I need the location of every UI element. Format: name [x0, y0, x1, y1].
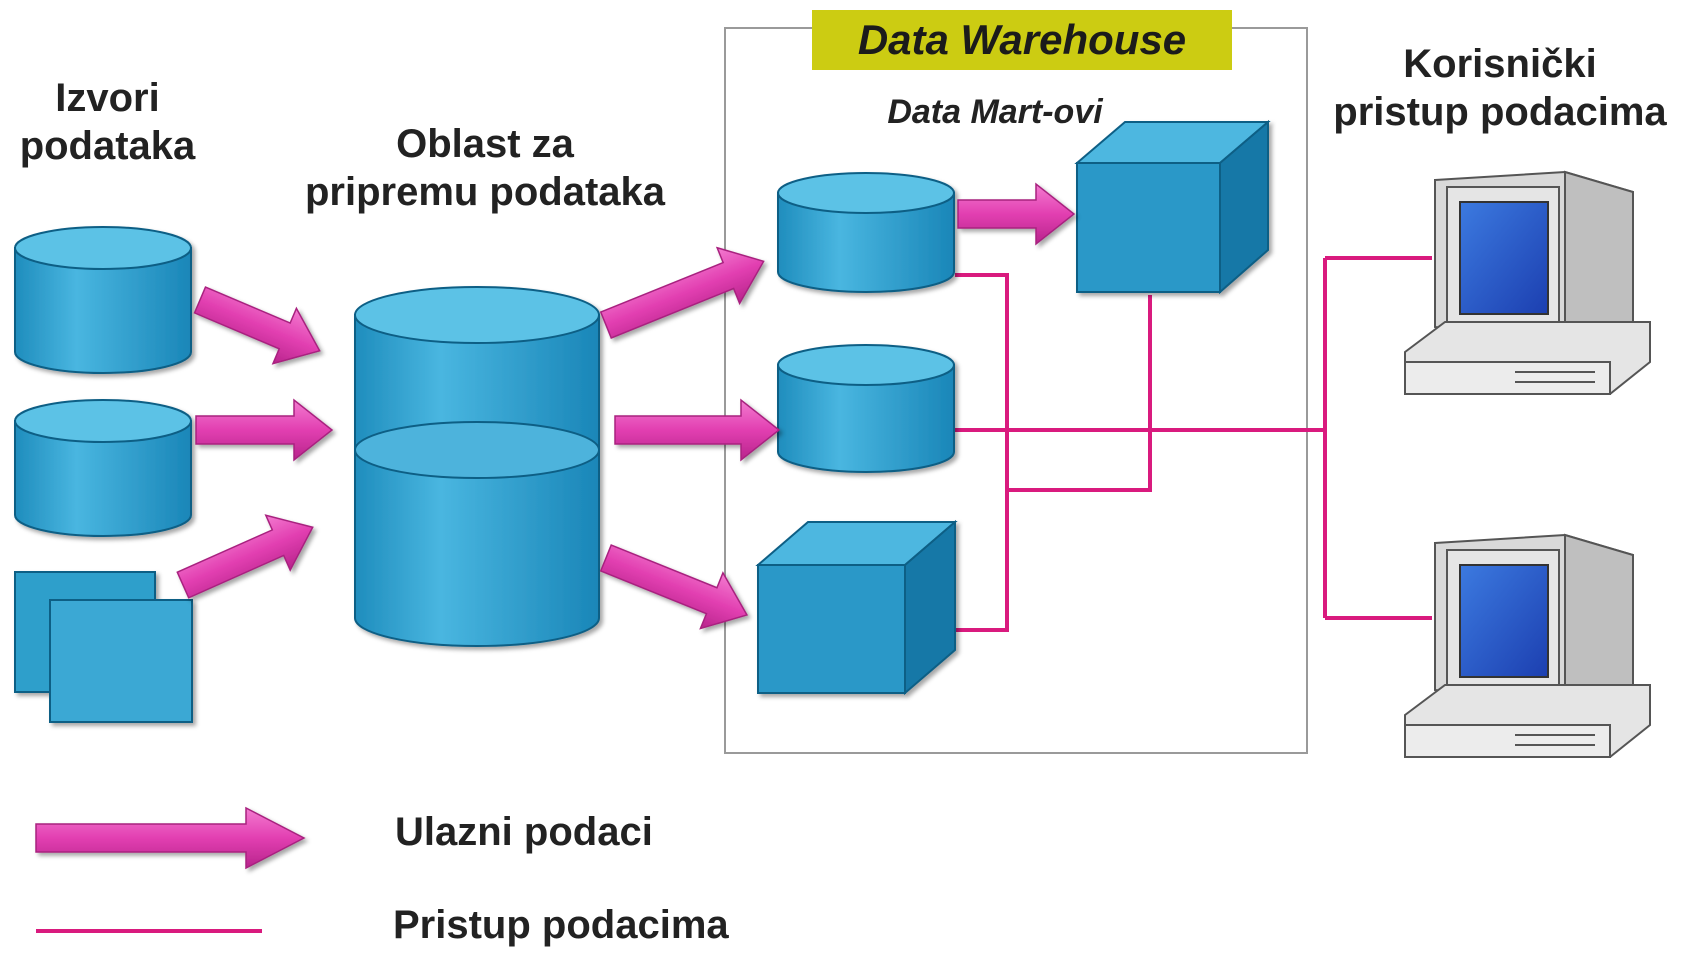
arrow-staging-cube [599, 544, 749, 630]
sources-label-line2: podataka [19, 124, 196, 168]
access-line-mart1 [955, 273, 1009, 632]
arrow-staging-mart1 [599, 246, 765, 339]
user-access-label: Korisnički pristup podacima [1310, 40, 1690, 136]
sources-label-line1: Izvori [55, 76, 160, 120]
staging-label: Oblast za pripremu podataka [270, 120, 700, 216]
source-database-2 [14, 399, 192, 537]
source-files [14, 571, 193, 723]
staging-label-line2: pripremu podataka [304, 170, 666, 214]
arrow-mart1-cube [957, 182, 1076, 246]
screen-icon [1459, 564, 1549, 678]
source-database-1 [14, 226, 192, 374]
screen-icon [1459, 201, 1549, 315]
staging-label-line1: Oblast za [396, 122, 574, 166]
data-marts-label: Data Mart-ovi [887, 93, 1103, 131]
user-access-label-line1: Korisnički [1403, 42, 1597, 86]
input-arrows [176, 182, 1076, 630]
staging-database [354, 286, 600, 647]
legend-input-arrow [35, 806, 306, 870]
legend-input-label: Ulazni podaci [395, 810, 653, 854]
arrow-staging-mart2 [614, 398, 781, 462]
legend-access-label: Pristup podacima [393, 903, 729, 947]
access-lines [955, 256, 1432, 632]
sources-label: Izvori podataka [0, 74, 215, 170]
arrow-source1-staging [193, 286, 321, 365]
arrow-source2-staging [195, 398, 334, 462]
warehouse-banner: Data Warehouse [812, 10, 1232, 70]
data-mart-cube-1 [755, 519, 958, 696]
data-mart-cube-2 [1074, 119, 1271, 295]
data-mart-cylinder-2 [777, 344, 955, 473]
data-mart-cylinder-1 [777, 172, 955, 293]
user-computer-2 [1404, 533, 1651, 758]
user-access-label-line2: pristup podacima [1333, 90, 1667, 134]
arrow-files-staging [176, 514, 314, 599]
user-computer-1 [1404, 170, 1651, 395]
access-line-cube-mart [1007, 295, 1152, 492]
